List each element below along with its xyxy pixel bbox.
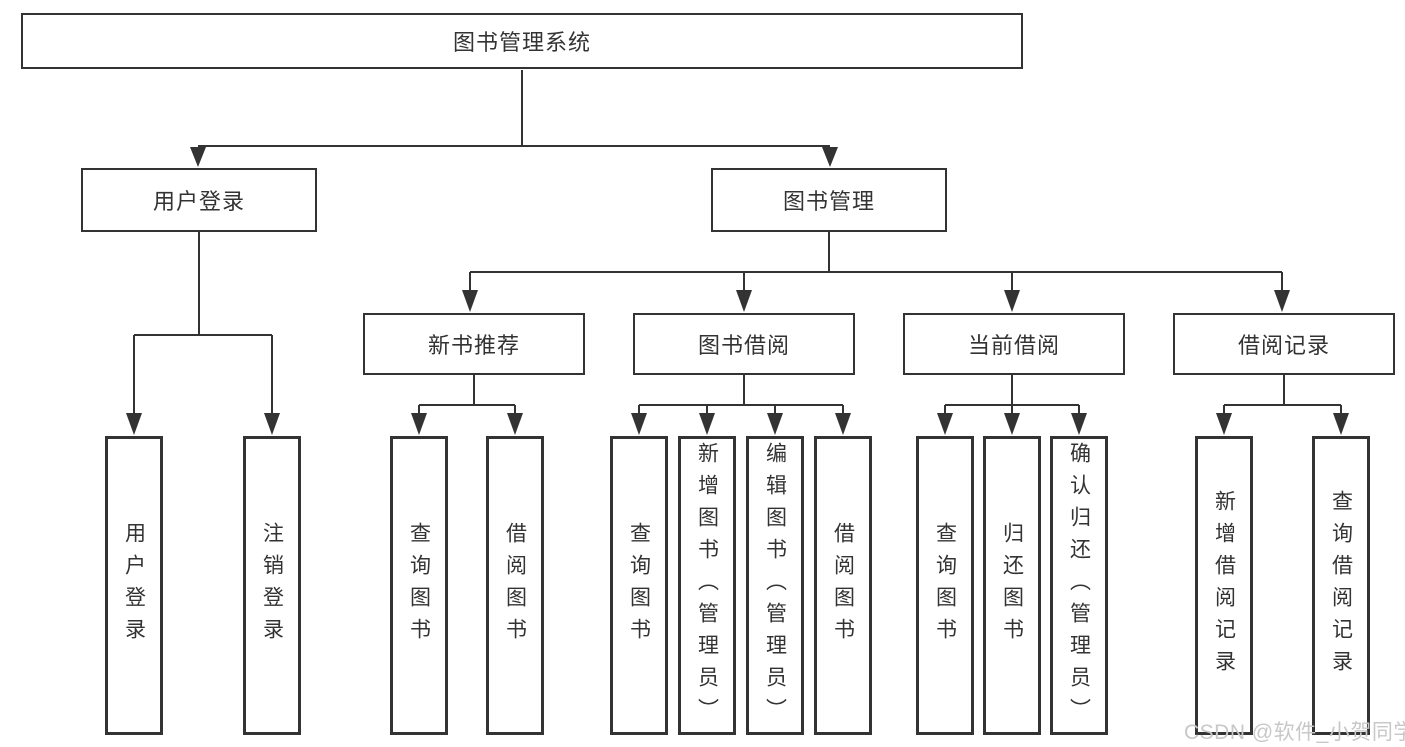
leaf-label: 确认归还（管理员）	[1067, 441, 1091, 730]
leaf-label: 归还图书	[1000, 521, 1024, 650]
leaf-return-books: 归还图书	[983, 436, 1041, 735]
leaf-label: 查询图书	[627, 521, 651, 650]
leaf-query-borrow-record: 查询借阅记录	[1312, 436, 1370, 735]
leaf-label: 查询图书	[933, 521, 957, 650]
node-label: 图书管理	[782, 189, 875, 214]
leaf-borrow-books: 借阅图书	[814, 436, 872, 735]
node-label: 图书借阅	[697, 333, 790, 358]
node-book-management: 图书管理	[711, 168, 947, 232]
leaf-edit-books-admin: 编辑图书（管理员）	[746, 436, 804, 735]
node-label: 当前借阅	[967, 333, 1060, 358]
leaf-query-books-recommend: 查询图书	[390, 436, 448, 735]
leaf-label: 查询图书	[407, 521, 431, 650]
node-label: 新书推荐	[427, 333, 520, 358]
node-label: 借阅记录	[1237, 333, 1330, 358]
node-label: 用户登录	[152, 189, 245, 214]
leaf-label: 查询借阅记录	[1329, 489, 1353, 682]
leaf-label: 借阅图书	[503, 521, 527, 650]
node-borrow-records: 借阅记录	[1173, 313, 1395, 375]
leaf-label: 用户登录	[122, 521, 146, 650]
node-label: 图书管理系统	[452, 30, 591, 55]
leaf-confirm-return-admin: 确认归还（管理员）	[1050, 436, 1108, 735]
node-current-borrow: 当前借阅	[903, 313, 1125, 375]
leaf-label: 编辑图书（管理员）	[763, 441, 787, 730]
leaf-add-books-admin: 新增图书（管理员）	[678, 436, 736, 735]
leaf-logout: 注销登录	[243, 436, 301, 735]
leaf-query-books-borrow: 查询图书	[610, 436, 668, 735]
leaf-label: 借阅图书	[831, 521, 855, 650]
leaf-borrow-books-recommend: 借阅图书	[486, 436, 544, 735]
leaf-user-login: 用户登录	[105, 436, 163, 735]
leaf-label: 注销登录	[260, 521, 284, 650]
leaf-label: 新增借阅记录	[1212, 489, 1236, 682]
node-book-borrow: 图书借阅	[633, 313, 855, 375]
node-user-login: 用户登录	[81, 168, 317, 232]
leaf-label: 新增图书（管理员）	[695, 441, 719, 730]
node-new-book-recommend: 新书推荐	[363, 313, 585, 375]
csdn-watermark: CSDN @软件_小贺同学	[1184, 721, 1405, 744]
leaf-add-borrow-record: 新增借阅记录	[1195, 436, 1253, 735]
node-system-root: 图书管理系统	[21, 13, 1023, 69]
leaf-query-books-current: 查询图书	[916, 436, 974, 735]
